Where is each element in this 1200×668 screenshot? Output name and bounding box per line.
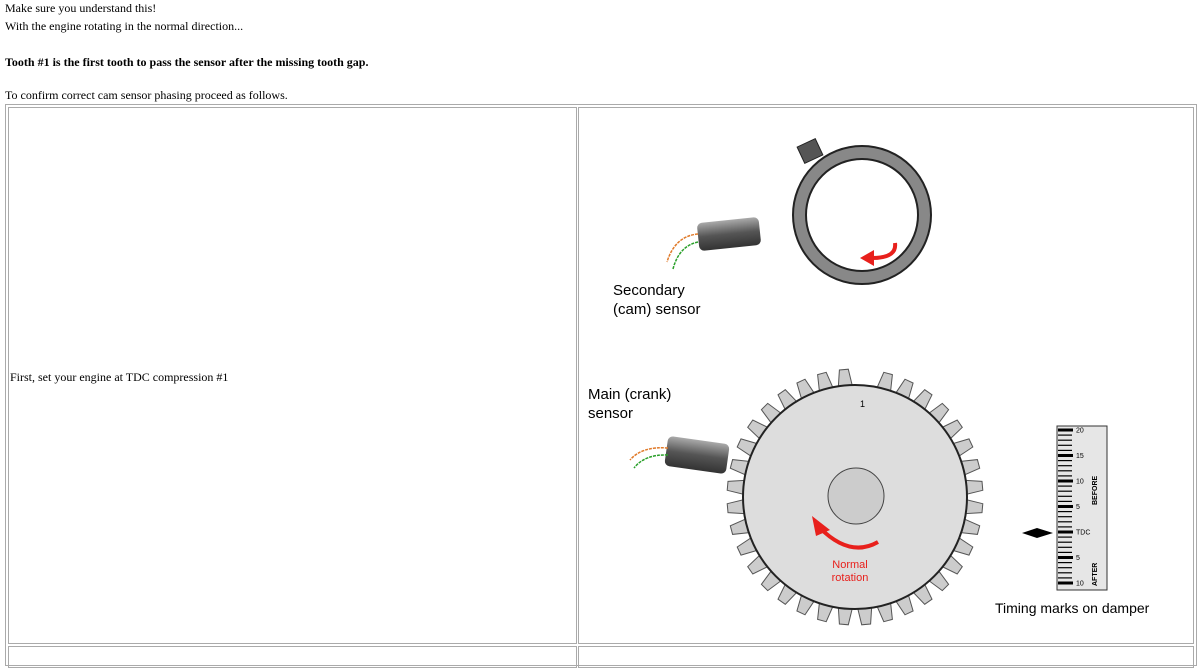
crank-label-2: sensor [588, 405, 633, 422]
cam-label-2: (cam) sensor [613, 301, 701, 318]
diagram-cell [578, 107, 1194, 644]
timing-tick-label: 20 [1076, 428, 1084, 435]
rotation-label-2: rotation [832, 572, 869, 584]
sensor-diagram: Secondary (cam) sensor 1 Normal rotation… [588, 137, 1150, 626]
cam-label-1: Secondary [613, 282, 685, 299]
after-label: AFTER [1092, 563, 1099, 586]
cam-rotation-arrow [871, 242, 898, 260]
next-row-cell [578, 646, 1194, 668]
step-text-cell: First, set your engine at TDC compressio… [8, 107, 577, 644]
intro-line-1: Make sure you understand this! [5, 1, 157, 15]
cam-wheel [792, 137, 932, 285]
timing-tick-label: 5 [1076, 504, 1080, 511]
timing-tick-label: TDC [1076, 530, 1090, 537]
timing-pointer [1022, 528, 1053, 538]
timing-caption: Timing marks on damper [995, 600, 1150, 616]
crank-hub [827, 467, 885, 525]
crank-rotation-arrow [818, 526, 879, 550]
cam-tab [796, 137, 824, 165]
crank-label-1: Main (crank) [588, 386, 671, 403]
timing-tick-label: 5 [1076, 555, 1080, 562]
before-label: BEFORE [1092, 476, 1099, 506]
intro-line-3: To confirm correct cam sensor phasing pr… [5, 88, 288, 102]
tooth-1-mark: 1 [860, 399, 865, 409]
tooth-1-definition: Tooth #1 is the first tooth to pass the … [5, 55, 369, 69]
timing-tick-label: 10 [1076, 581, 1084, 588]
timing-tick-label: 10 [1076, 479, 1084, 486]
next-row-cell [8, 646, 577, 668]
cam-sensor [666, 217, 761, 270]
rotation-label-1: Normal [832, 559, 867, 571]
crank-sensor [629, 436, 730, 474]
intro-line-2: With the engine rotating in the normal d… [5, 19, 244, 33]
timing-tick-label: 15 [1076, 453, 1084, 460]
step-1-text: First, set your engine at TDC compressio… [10, 370, 229, 384]
